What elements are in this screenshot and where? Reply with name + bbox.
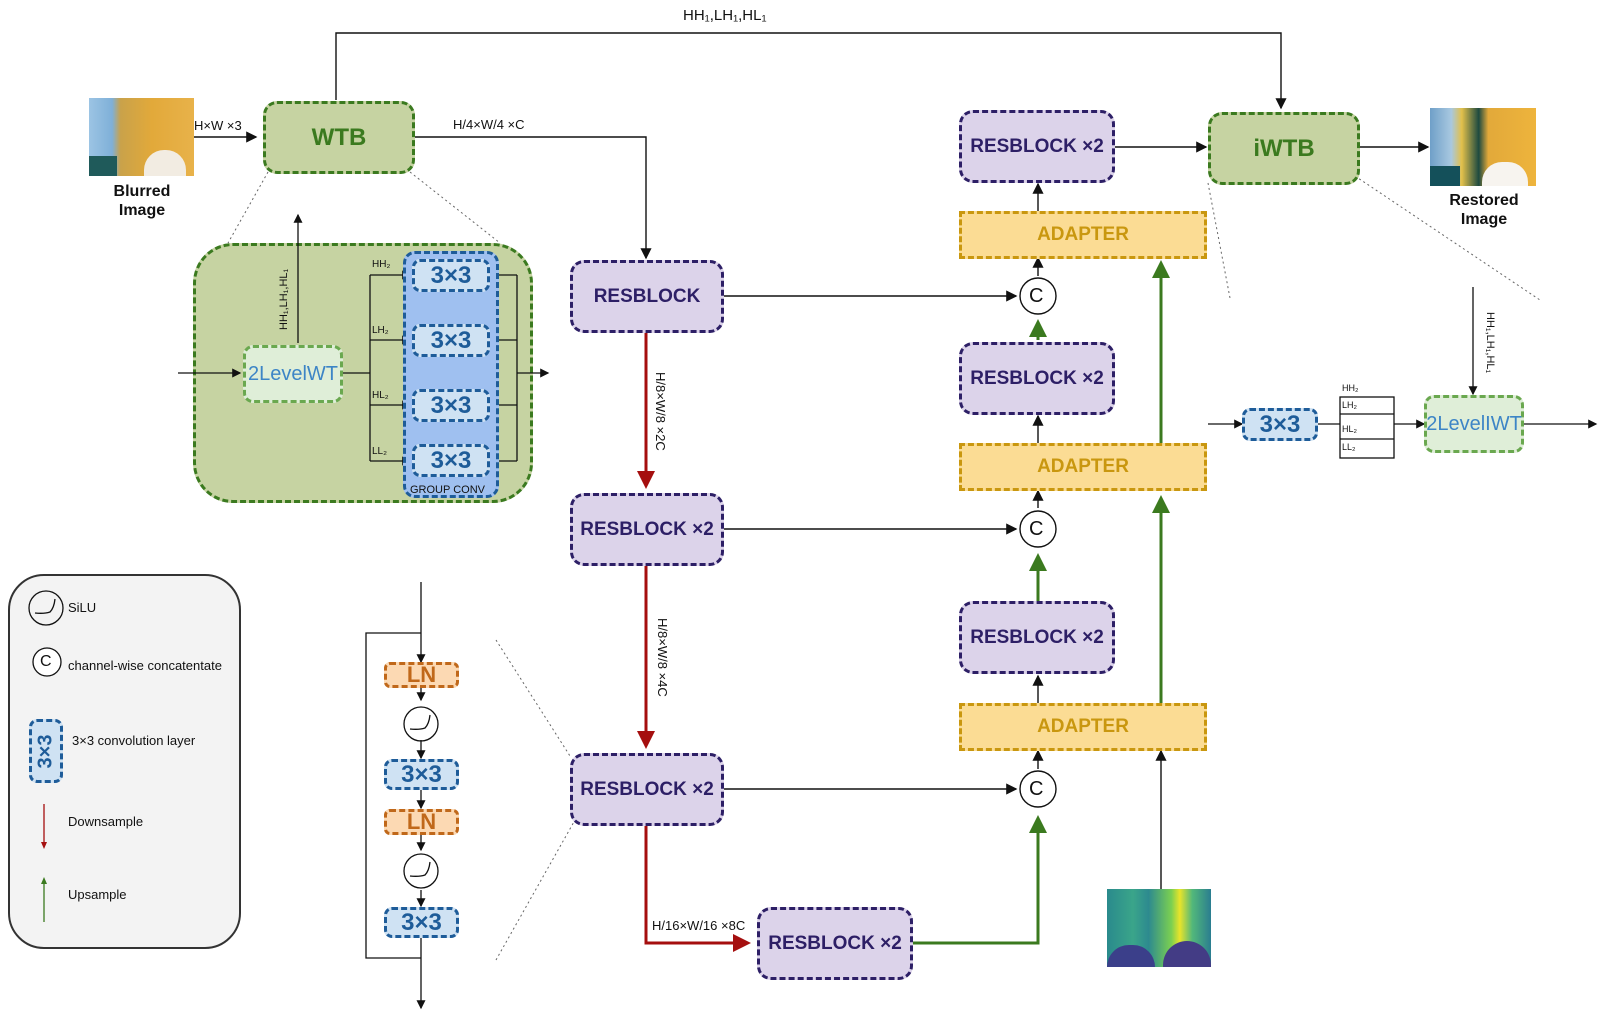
silu-icon	[403, 853, 439, 889]
input-dim-label: H×W ×3	[194, 118, 242, 133]
wtb-out-label: H/4×W/4 ×C	[453, 117, 525, 132]
two-level-wt-block[interactable]: 2LevelWT	[243, 345, 343, 403]
zoom-guide	[227, 171, 269, 244]
band-label: LL₂	[1342, 442, 1356, 452]
caption-line: Restored	[1449, 192, 1519, 209]
encoder-resblock-1[interactable]: RESBLOCK	[570, 260, 724, 333]
zoom-guide	[495, 819, 576, 961]
legend-label: 3×3 convolution layer	[72, 733, 196, 748]
down-1-label: H/8×W/8 ×2C	[653, 372, 668, 451]
silu-icon	[403, 706, 439, 742]
concat-node-3	[1019, 770, 1057, 808]
legend-label: channel-wise concatentate	[68, 658, 222, 673]
iwtb-block[interactable]: iWTB	[1208, 112, 1360, 185]
concat-glyph: C	[40, 653, 52, 670]
edge-down-3	[644, 826, 751, 952]
decoder-resblock-3[interactable]: RESBLOCK ×2	[959, 601, 1115, 674]
adapter-2[interactable]: ADAPTER	[959, 443, 1207, 491]
legend-panel: SiLU C channel-wise concatentate 3×3 3×3…	[8, 574, 241, 949]
band-label: HL₂	[372, 390, 389, 401]
down-3-label: H/16×W/16 ×8C	[652, 918, 746, 933]
conv-3x3-block[interactable]: 3×3	[384, 759, 459, 790]
decoder-resblock-1[interactable]: RESBLOCK ×2	[959, 110, 1115, 183]
concat-label: C	[1029, 285, 1044, 307]
adapter-3[interactable]: ADAPTER	[959, 703, 1207, 751]
edge-up-bottleneck	[911, 815, 1047, 945]
encoder-resblock-3[interactable]: RESBLOCK ×2	[570, 753, 724, 826]
concat-node-1	[1019, 277, 1057, 315]
caption-line: Image	[118, 202, 166, 219]
caption-line: Blurred	[113, 183, 171, 200]
zoom-guide	[409, 171, 501, 244]
band-label: LH₂	[1342, 400, 1357, 410]
band-label: HL₂	[1342, 424, 1357, 434]
group-conv-3x3[interactable]: 3×3	[412, 389, 490, 422]
blurred-image	[89, 98, 194, 176]
edge-wtb-resblock	[413, 136, 652, 260]
depth-map-image	[1107, 889, 1211, 967]
blurred-caption: Blurred Image	[92, 182, 192, 220]
concat-icon	[32, 647, 62, 677]
decoder-resblock-2[interactable]: RESBLOCK ×2	[959, 342, 1115, 415]
conv-3x3-block[interactable]: 3×3	[384, 907, 459, 938]
restored-caption: Restored Image	[1432, 191, 1536, 229]
band-label: HH₂	[372, 259, 391, 270]
downsample-arrow-icon	[41, 804, 47, 849]
edge-skip-top	[335, 32, 1287, 110]
group-conv-3x3[interactable]: 3×3	[412, 444, 490, 477]
band-label: LH₂	[372, 325, 389, 336]
conv-glyph: 3×3	[34, 734, 57, 768]
caption-line: Image	[1460, 211, 1508, 228]
zoom-guide	[1354, 175, 1541, 301]
band-label: HH₂	[1342, 383, 1359, 393]
conv-icon: 3×3	[29, 719, 63, 783]
silu-icon	[28, 590, 64, 626]
legend-label: Upsample	[68, 887, 127, 902]
wtb-skip-label: HH₁,LH₁,HL₁	[278, 268, 290, 330]
group-conv-3x3[interactable]: 3×3	[412, 259, 490, 292]
group-conv-3x3[interactable]: 3×3	[412, 324, 490, 357]
encoder-resblock-2[interactable]: RESBLOCK ×2	[570, 493, 724, 566]
group-conv-label: GROUP CONV	[410, 484, 485, 496]
iwtb-skip-label: HH₁,LH₁,HL₁	[1484, 312, 1496, 374]
zoom-guide	[495, 639, 571, 757]
down-2-label: H/8×W/8 ×4C	[655, 618, 670, 697]
bottleneck-resblock[interactable]: RESBLOCK ×2	[757, 907, 913, 980]
zoom-guide	[1207, 182, 1231, 299]
concat-label: C	[1029, 518, 1044, 540]
two-level-iwt-block[interactable]: 2LevelIWT	[1424, 395, 1524, 453]
upsample-arrow-icon	[41, 877, 47, 922]
skip-top-label: HH₁,LH₁,HL₁	[683, 7, 767, 24]
adapter-1[interactable]: ADAPTER	[959, 211, 1207, 259]
legend-label: SiLU	[68, 600, 97, 615]
concat-label: C	[1029, 778, 1044, 800]
iwtb-conv-3x3[interactable]: 3×3	[1242, 408, 1318, 441]
restored-image	[1430, 108, 1536, 186]
layernorm-block[interactable]: LN	[384, 809, 459, 835]
legend-label: Downsample	[68, 814, 144, 829]
layernorm-block[interactable]: LN	[384, 662, 459, 688]
concat-node-2	[1019, 510, 1057, 548]
wtb-block[interactable]: WTB	[263, 101, 415, 174]
band-label: LL₂	[372, 446, 388, 457]
